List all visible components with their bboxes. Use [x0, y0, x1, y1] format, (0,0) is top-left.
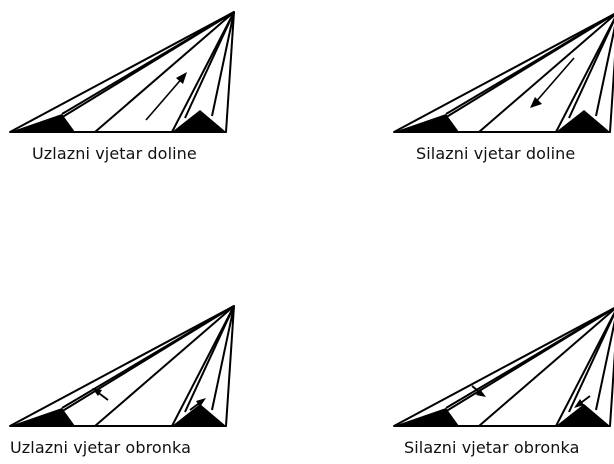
valley-sketch: [393, 13, 614, 133]
wind-arrow: [145, 72, 187, 121]
caption-downslope: Silazni vjetar obronka: [404, 438, 580, 457]
wind-arrow: [471, 385, 486, 397]
wind-arrow: [92, 388, 109, 401]
wind-arrow: [530, 57, 575, 108]
diagram-up-valley: Uzlazni vjetar doline: [0, 0, 260, 200]
valley-sketch: [9, 11, 235, 133]
wind-arrow: [574, 395, 591, 408]
diagram-down-valley: Silazni vjetar doline: [384, 0, 614, 200]
valley-sketch: [393, 307, 614, 427]
caption-down-valley: Silazni vjetar doline: [416, 144, 576, 163]
wind-arrow: [189, 398, 206, 411]
diagram-upslope: Uzlazni vjetar obronka: [0, 300, 260, 464]
valley-sketch: [9, 305, 235, 427]
caption-upslope: Uzlazni vjetar obronka: [10, 438, 192, 457]
caption-up-valley: Uzlazni vjetar doline: [32, 144, 197, 163]
diagram-downslope: Silazni vjetar obronka: [384, 300, 614, 464]
